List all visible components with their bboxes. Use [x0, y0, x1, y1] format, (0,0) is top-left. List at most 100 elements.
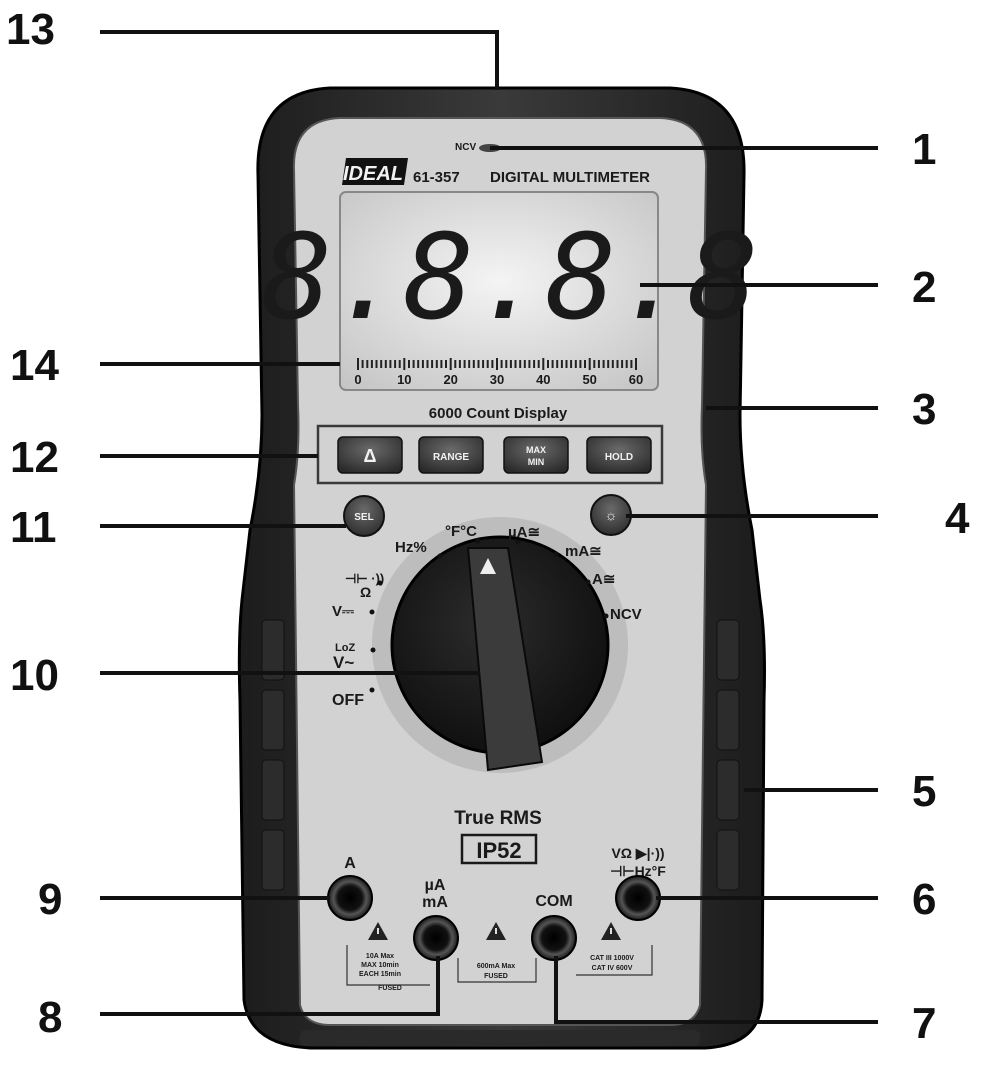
bargraph-tick — [509, 360, 512, 368]
svg-text:MIN: MIN — [528, 457, 545, 467]
svg-text:OFF: OFF — [332, 692, 364, 709]
bargraph-tick — [528, 360, 531, 368]
bargraph-tick — [482, 360, 485, 368]
bargraph-tick — [500, 360, 503, 368]
callout-3: 3 — [912, 385, 936, 434]
svg-text:IDEAL: IDEAL — [343, 163, 403, 185]
callout-1: 1 — [912, 125, 936, 174]
svg-text:V⎓: V⎓ — [332, 603, 354, 620]
bargraph-tick — [635, 358, 637, 370]
svg-text:Hz%: Hz% — [395, 539, 427, 556]
svg-text:CAT III 1000V: CAT III 1000V — [590, 955, 634, 962]
jack-ua-label-bottom: mA — [422, 894, 448, 911]
svg-text:10A Max: 10A Max — [366, 953, 394, 960]
svg-text:µA≅: µA≅ — [508, 524, 540, 541]
bargraph-tick — [454, 360, 457, 368]
jack-v-ohm[interactable] — [615, 875, 661, 921]
jack-com-label: COM — [535, 893, 572, 910]
svg-text:EACH 15min: EACH 15min — [359, 971, 401, 978]
svg-text:V~: V~ — [333, 653, 354, 672]
backlight-button[interactable]: ☼ — [590, 494, 632, 536]
bargraph-tick — [505, 360, 508, 368]
svg-text:☼: ☼ — [605, 507, 618, 523]
bargraph-tick — [426, 360, 429, 368]
bargraph-tick — [547, 360, 549, 368]
bargraph-tick — [412, 360, 415, 368]
bargraph-tick — [380, 360, 383, 368]
bargraph-scale-label: 10 — [397, 372, 411, 387]
ip-rating-badge — [460, 833, 538, 865]
model-number: 61-357 — [413, 169, 460, 186]
fuse-rating-mid: 600mA Max FUSED — [477, 963, 515, 980]
brand-logo: IDEAL — [342, 158, 408, 185]
svg-text:HOLD: HOLD — [605, 452, 633, 463]
hold-button[interactable]: HOLD — [586, 436, 652, 474]
true-rms-label: True RMS — [454, 808, 542, 829]
jack-ua-ma[interactable] — [413, 915, 459, 961]
callout-13: 13 — [6, 5, 55, 54]
callout-11: 11 — [10, 503, 57, 552]
bargraph-tick — [445, 360, 447, 368]
lcd-display — [339, 191, 659, 391]
callout-9: 9 — [38, 875, 62, 924]
bargraph-scale-label: 0 — [354, 372, 361, 387]
bargraph-scale-label: 40 — [536, 372, 550, 387]
dial-labels: OFF LoZ V~ V⎓ ⊣⊢ ·)) Ω Hz% °F°C µA≅ mA≅ … — [332, 523, 642, 709]
jack-ua-label-top: µA — [425, 877, 446, 894]
bargraph-tick — [463, 360, 466, 368]
bargraph-tick — [607, 360, 610, 368]
analog-bargraph — [357, 358, 637, 370]
bargraph-tick — [357, 358, 359, 370]
bargraph-tick — [570, 360, 573, 368]
relative-button[interactable]: Δ — [337, 436, 403, 474]
bargraph-tick — [440, 360, 443, 368]
svg-text:A≅: A≅ — [592, 571, 615, 588]
bargraph-tick — [602, 360, 605, 368]
bargraph-tick — [384, 360, 387, 368]
svg-text:FUSED: FUSED — [378, 985, 402, 992]
callout-numbers: 13 1 2 3 4 5 6 7 8 9 10 11 12 14 — [6, 5, 970, 1048]
bargraph-tick — [621, 360, 624, 368]
bargraph-tick — [421, 360, 424, 368]
bargraph-tick — [496, 358, 498, 370]
fuse-rating-left: 10A Max MAX 10min EACH 15min FUSED — [359, 953, 402, 992]
jack-com[interactable] — [531, 915, 577, 961]
callout-4: 4 — [945, 494, 970, 543]
bargraph-tick — [556, 360, 559, 368]
callout-5: 5 — [912, 767, 936, 816]
fuse-brackets — [346, 945, 653, 986]
svg-text:600mA Max: 600mA Max — [477, 963, 515, 970]
bargraph-tick — [398, 360, 401, 368]
side-grips — [261, 619, 740, 891]
bargraph-tick — [431, 360, 434, 368]
bargraph-tick — [449, 358, 452, 370]
range-button[interactable]: RANGE — [418, 436, 484, 474]
callout-7: 7 — [912, 999, 936, 1048]
bargraph-tick — [625, 360, 628, 368]
jack-a[interactable] — [327, 875, 373, 921]
warning-icon-marks — [377, 928, 612, 934]
jack-v-label-bottom: ⊣⊢Hz°F — [610, 863, 666, 879]
dial-detent-dots — [369, 538, 609, 693]
svg-text:mA≅: mA≅ — [565, 543, 602, 560]
bargraph-tick — [403, 358, 406, 370]
jack-v-label-top: VΩ ▶|·)) — [611, 845, 664, 861]
callout-12: 12 — [10, 433, 59, 482]
bargraph-tick — [486, 360, 489, 368]
bargraph-tick — [458, 360, 461, 368]
svg-text:NCV: NCV — [610, 606, 642, 623]
bargraph-tick — [579, 360, 582, 368]
bargraph-tick — [370, 360, 373, 368]
callout-2: 2 — [912, 263, 936, 312]
select-button[interactable]: SEL — [343, 495, 385, 537]
bargraph-tick — [375, 360, 378, 368]
boot-foot — [300, 1030, 700, 1046]
bargraph-scale-label: 60 — [629, 372, 643, 387]
svg-text:LoZ: LoZ — [335, 642, 355, 654]
bargraph-tick — [417, 360, 420, 368]
svg-text:CAT IV 600V: CAT IV 600V — [592, 965, 633, 972]
maxmin-button[interactable]: MAX MIN — [503, 436, 569, 474]
dial-knob-bar[interactable] — [466, 547, 544, 772]
